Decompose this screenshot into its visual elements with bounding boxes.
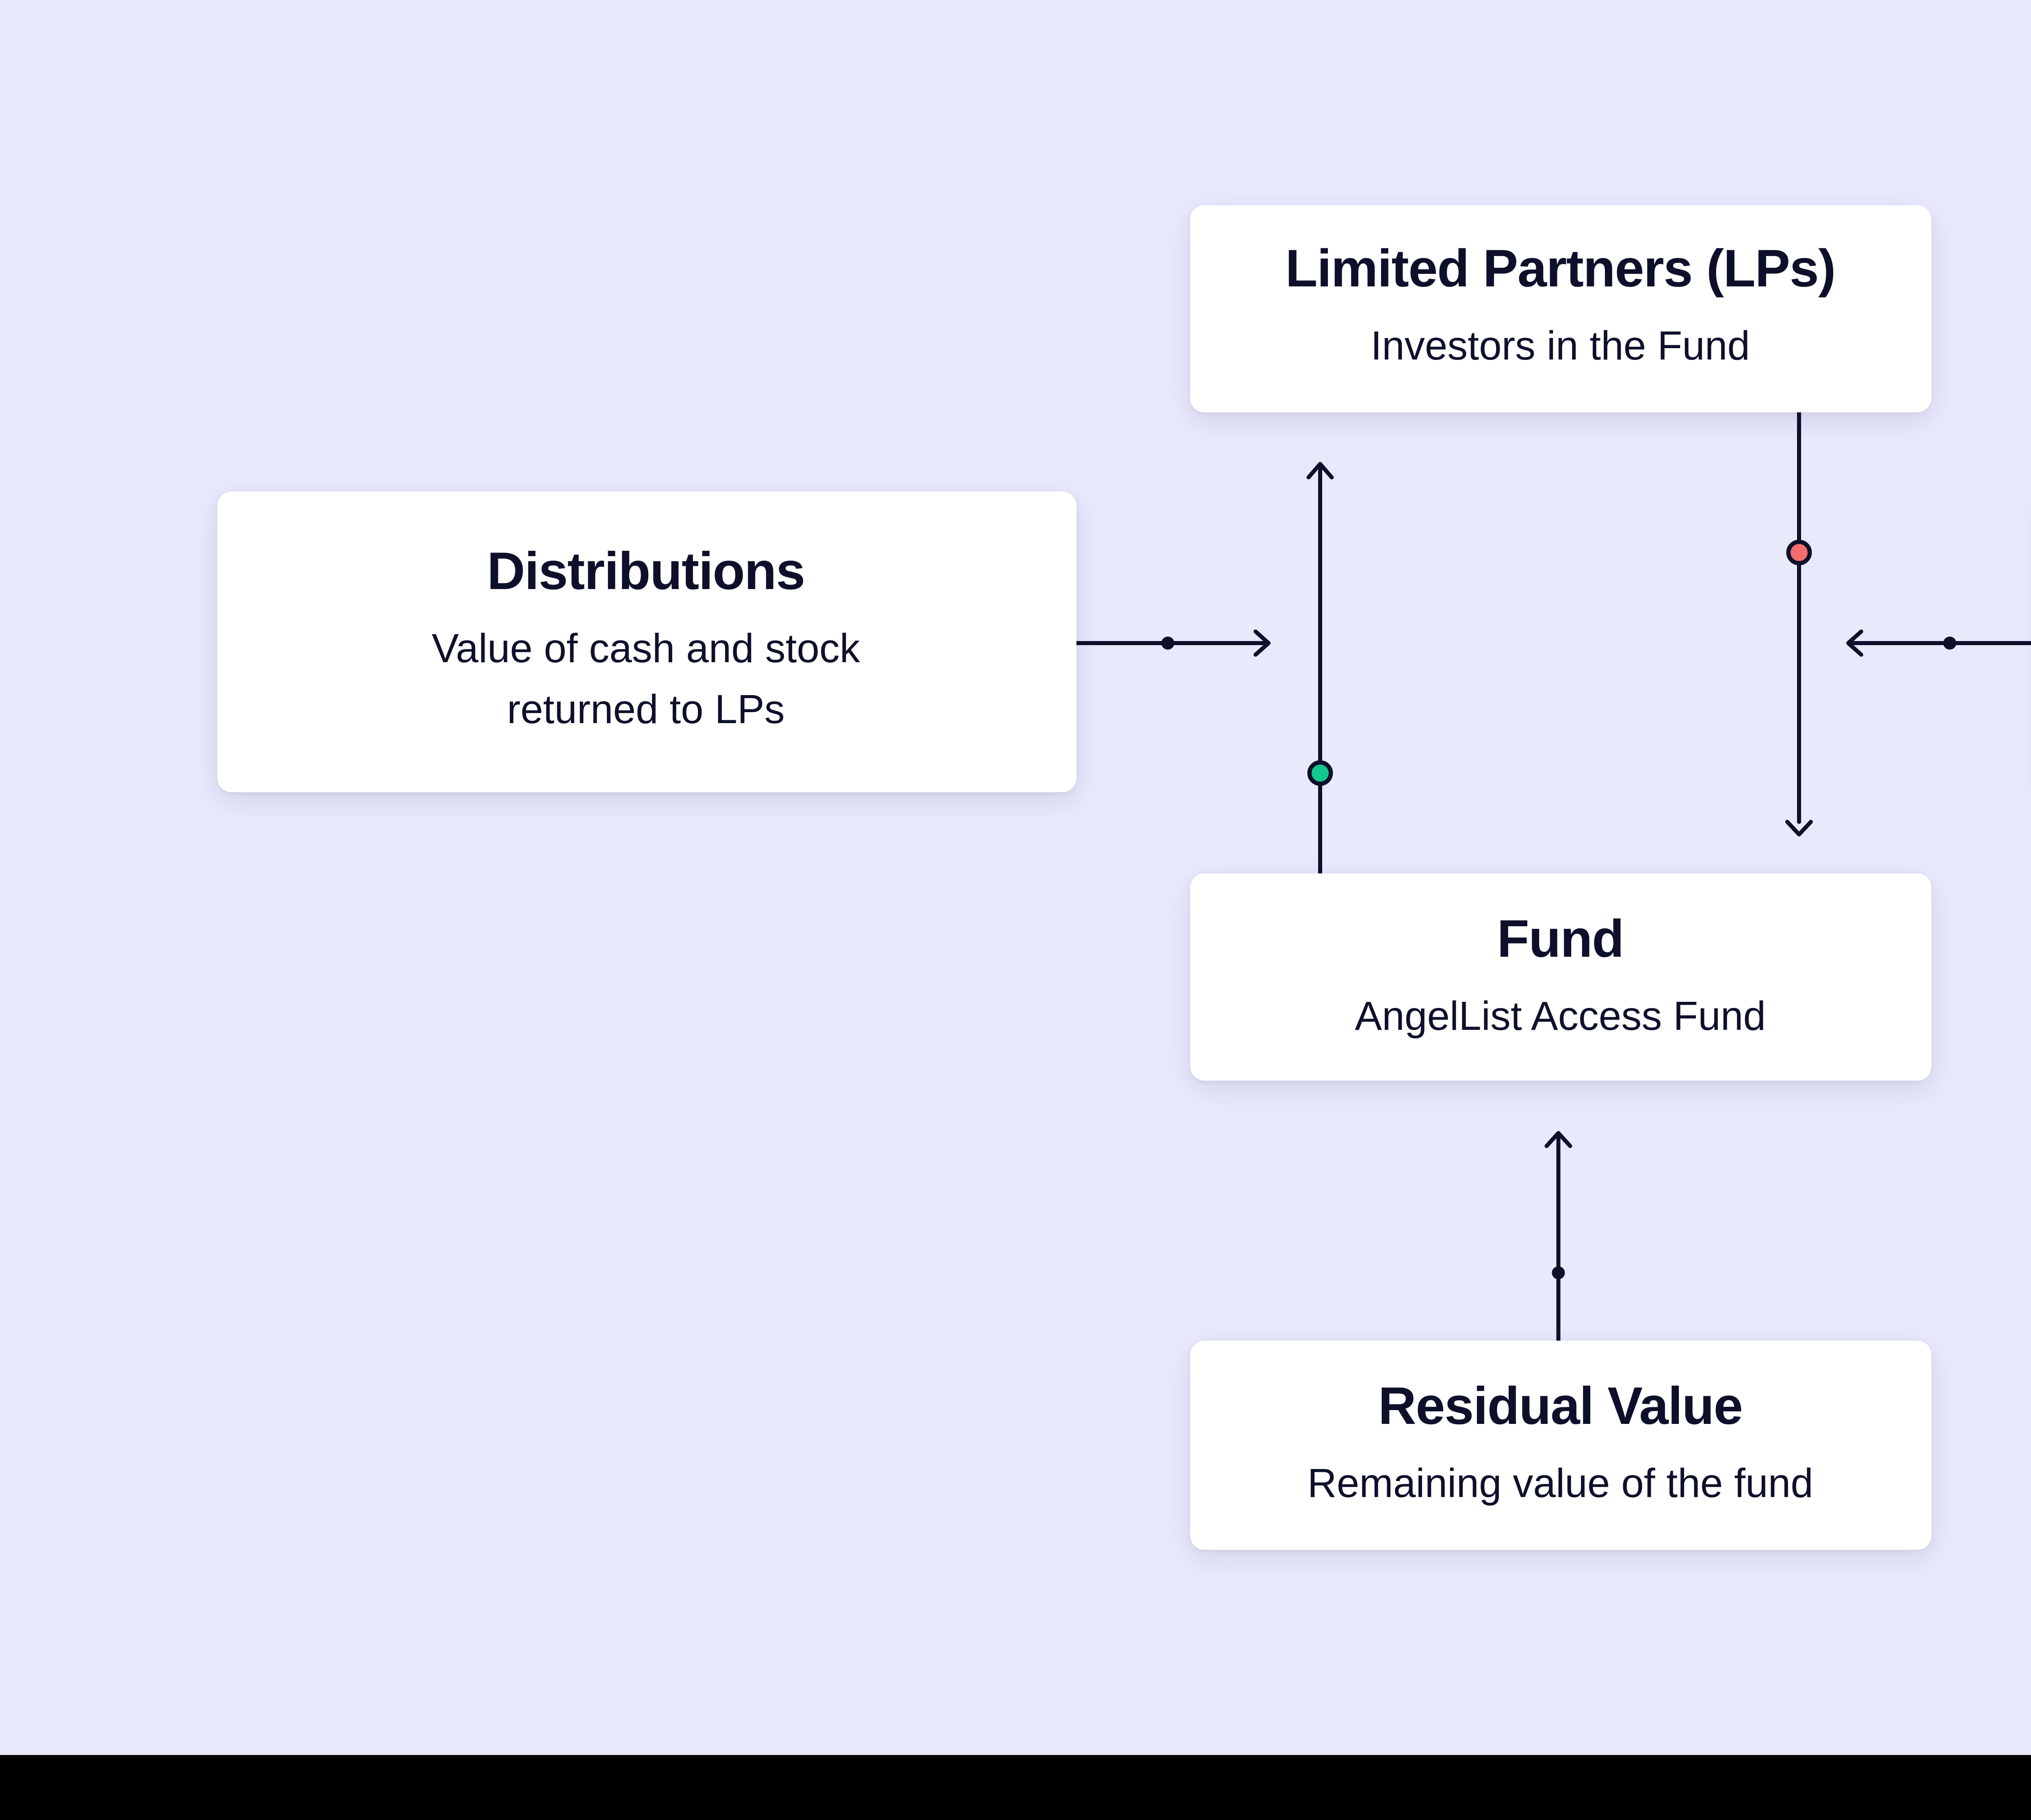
connector-layer <box>1073 410 2031 1343</box>
arrowhead-up-icon <box>1544 1131 1572 1148</box>
subtitle-line: Investors in the Fund <box>1371 325 1750 370</box>
red-marker-dot <box>1786 540 1812 566</box>
diagram-canvas: Limited Partners (LPs) Investors in the … <box>0 0 2031 1755</box>
node-fund: Fund AngelList Access Fund <box>1190 873 1931 1081</box>
subtitle-line: Value of cash and stock <box>431 628 860 673</box>
arrow-residual-to-fund <box>1544 1131 1572 1343</box>
junction-dot <box>1552 1266 1565 1279</box>
arrowhead-down-icon <box>1785 820 1813 836</box>
node-title: Fund <box>1497 907 1624 968</box>
node-residual-value: Residual Value Remaining value of the fu… <box>1190 1341 1931 1550</box>
subtitle-line: returned to LPs <box>507 689 785 734</box>
node-distributions: Distributions Value of cash and stock re… <box>216 490 1076 792</box>
junction-dot <box>1943 637 1956 650</box>
arrowhead-up-icon <box>1306 462 1334 479</box>
subtitle-line: AngelList Access Fund <box>1355 994 1766 1039</box>
node-subtitle: Remaining value of the fund <box>1308 1454 1813 1515</box>
node-subtitle: Value of cash and stock returned to LPs <box>432 620 860 742</box>
arrow-fund-to-lps <box>1306 462 1334 875</box>
junction-dot <box>1161 637 1174 650</box>
node-limited-partners: Limited Partners (LPs) Investors in the … <box>1190 204 1931 412</box>
arrow-lps-to-fund <box>1785 410 1813 836</box>
node-subtitle: AngelList Access Fund <box>1355 986 1766 1047</box>
arrow-paid-in-capital <box>1846 629 2031 657</box>
subtitle-line: Remaining value of the fund <box>1307 1462 1813 1507</box>
node-subtitle: Investors in the Fund <box>1371 317 1750 378</box>
node-title: Limited Partners (LPs) <box>1285 238 1836 299</box>
arrowhead-left-icon <box>1846 629 1864 657</box>
green-marker-dot <box>1307 760 1333 786</box>
arrow-distributions <box>1073 629 1271 657</box>
node-title: Residual Value <box>1378 1375 1743 1436</box>
node-title: Distributions <box>487 541 805 602</box>
arrowhead-right-icon <box>1254 629 1271 657</box>
